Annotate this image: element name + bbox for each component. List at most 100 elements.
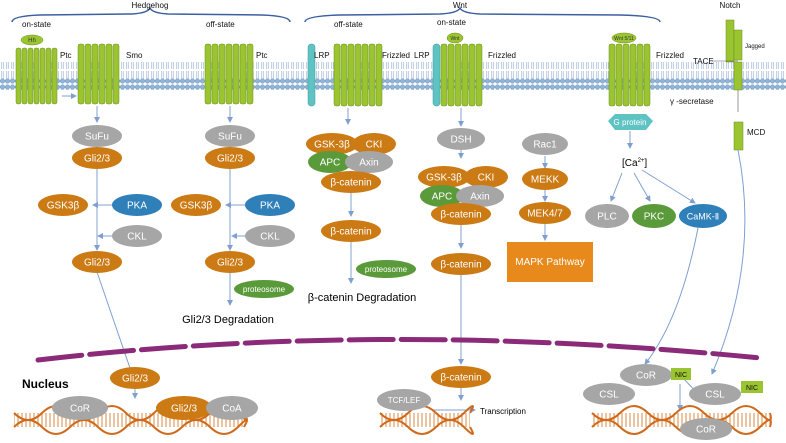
ptc-label-1: Ptc xyxy=(60,51,72,60)
svg-text:β-catenin: β-catenin xyxy=(440,373,481,384)
svg-text:CaMK-Ⅱ: CaMK-Ⅱ xyxy=(687,212,719,222)
node-mekk: MEKK xyxy=(522,168,568,190)
svg-text:APC: APC xyxy=(432,192,453,203)
svg-text:G protein: G protein xyxy=(614,118,647,127)
node-gsk3b-wnt-off: GSK-3β xyxy=(306,133,358,155)
svg-text:Gli2/3: Gli2/3 xyxy=(122,374,149,385)
ptc-receptor-off xyxy=(204,43,254,105)
svg-text:CoR: CoR xyxy=(70,404,90,415)
dna-helix-middle xyxy=(379,405,474,435)
wnt-ligand xyxy=(446,32,464,44)
cell-membrane xyxy=(0,62,786,90)
svg-text:DSH: DSH xyxy=(450,135,471,146)
node-tcf-lef: TCF/LEF xyxy=(377,389,431,411)
wnt-label: Wnt xyxy=(453,1,468,10)
wnt511-ligand xyxy=(611,32,637,44)
svg-text:TCF/LEF: TCF/LEF xyxy=(388,396,421,405)
calcium-label: [Ca2+] xyxy=(622,158,647,169)
svg-text:Rac1: Rac1 xyxy=(533,140,557,151)
svg-text:CoR: CoR xyxy=(636,371,656,382)
node-gsk3b-wnt-on: GSK-3β xyxy=(418,166,470,188)
node-csl-1: CSL xyxy=(583,383,635,405)
node-pkc: PKC xyxy=(632,204,676,228)
transcription-label: Transcription xyxy=(480,407,526,416)
tace-label: TACE xyxy=(693,57,714,66)
lrp-receptor-2 xyxy=(432,43,441,107)
node-cki-wnt-off: CKI xyxy=(352,133,396,155)
mcd-fragment xyxy=(733,121,744,151)
node-pka-on: PKA xyxy=(112,194,162,216)
bcatenin-degradation-label: β-catenin Degradation xyxy=(308,292,416,304)
wnt-brace xyxy=(304,5,661,23)
svg-text:GSK3β: GSK3β xyxy=(47,201,80,212)
svg-text:CSL: CSL xyxy=(599,390,619,401)
svg-text:MEKK: MEKK xyxy=(531,175,560,186)
node-apc-wnt-off: APC xyxy=(308,151,352,173)
hedgehog-label: Hedgehog xyxy=(132,1,169,10)
svg-text:proteosome: proteosome xyxy=(365,265,408,274)
node-nic-1: NIC xyxy=(671,368,691,380)
node-gli-dna: Gli2/3 xyxy=(156,396,212,420)
svg-text:CoA: CoA xyxy=(222,404,242,415)
node-axin-wnt-on: Axin xyxy=(456,185,504,207)
node-proteosome-wnt: proteosome xyxy=(356,260,416,278)
node-bcatenin-wnt-on-1: β-catenin xyxy=(431,203,491,225)
svg-text:Gli2/3: Gli2/3 xyxy=(217,154,244,165)
smo-label: Smo xyxy=(126,51,143,60)
wnt-off-state-label: off-state xyxy=(334,20,363,29)
node-gli-off-top: Gli2/3 xyxy=(205,147,255,169)
wnt-ligand-label: Wnt xyxy=(451,36,461,42)
node-gli-on-mid: Gli2/3 xyxy=(72,251,122,273)
node-rac1: Rac1 xyxy=(522,133,568,155)
mapk-pathway-box: MAPK Pathway xyxy=(507,242,593,282)
node-camk: CaMK-Ⅱ xyxy=(679,204,727,228)
lrp-label-2: LRP xyxy=(414,51,430,60)
node-cki-wnt-on: CKI xyxy=(464,166,508,188)
nucleus-label: Nucleus xyxy=(22,377,69,391)
node-ckl-on: CKL xyxy=(112,225,162,247)
frizzled-label-1: Frizzled xyxy=(382,51,410,60)
node-bcatenin-nucleus: β-catenin xyxy=(431,366,491,388)
jagged-ligand xyxy=(725,19,735,63)
ptc-label-2: Ptc xyxy=(256,51,268,60)
node-gli-nucleus-enter: Gli2/3 xyxy=(110,367,160,389)
node-sufu-off: SuFu xyxy=(205,125,255,147)
svg-text:PKC: PKC xyxy=(644,212,665,223)
gamma-secretase-label: γ -secretase xyxy=(670,97,714,106)
node-cor-left: CoR xyxy=(52,396,108,420)
node-csl-2: CSL xyxy=(689,383,741,405)
svg-text:MEK4/7: MEK4/7 xyxy=(527,209,563,220)
wnt-on-state-label: on-state xyxy=(437,18,466,27)
mcd-label: MCD xyxy=(747,128,765,137)
svg-text:CKL: CKL xyxy=(260,232,280,243)
wnt511-ligand-label: Wnt 5/11 xyxy=(614,36,634,42)
hh-ligand-label: Hh xyxy=(28,38,36,44)
frizzled-label-2: Frizzled xyxy=(488,51,516,60)
ptc-receptor-on xyxy=(15,47,58,105)
node-bcatenin-wnt-on-2: β-catenin xyxy=(431,253,491,275)
svg-text:SuFu: SuFu xyxy=(85,132,109,143)
svg-text:Axin: Axin xyxy=(470,192,489,203)
hh-off-state-label: off-state xyxy=(206,20,235,29)
node-nic-2: NIC xyxy=(741,381,763,393)
svg-text:Gli2/3: Gli2/3 xyxy=(84,258,111,269)
jagged-label: Jagged xyxy=(745,44,765,50)
svg-text:CSL: CSL xyxy=(705,390,725,401)
hh-ligand xyxy=(20,34,44,46)
smo-receptor xyxy=(77,43,120,105)
svg-text:CKI: CKI xyxy=(478,173,495,184)
svg-text:GSK3β: GSK3β xyxy=(180,201,213,212)
svg-text:PLC: PLC xyxy=(597,212,616,223)
node-ckl-off: CKL xyxy=(245,225,295,247)
svg-text:NIC: NIC xyxy=(746,385,758,392)
nuclear-envelope xyxy=(35,336,763,363)
node-apc-wnt-on: APC xyxy=(420,185,464,207)
frizzled-receptor-3 xyxy=(608,43,651,107)
svg-text:APC: APC xyxy=(320,158,341,169)
frizzled-receptor-2 xyxy=(440,43,483,107)
svg-text:GSK-3β: GSK-3β xyxy=(426,173,462,184)
node-gli-off-mid: Gli2/3 xyxy=(205,251,255,273)
node-gli-on-top: Gli2/3 xyxy=(72,147,122,169)
node-proteosome-hh: proteosome xyxy=(234,280,294,298)
